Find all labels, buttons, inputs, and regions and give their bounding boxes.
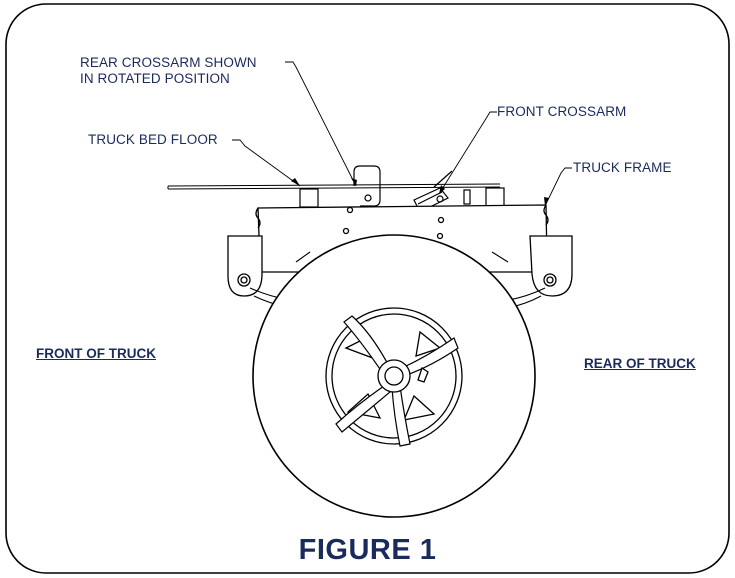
label-rear-crossarm: REAR CROSSARM SHOWN IN ROTATED POSITION bbox=[80, 55, 257, 87]
truck-bed-floor bbox=[167, 183, 501, 190]
figure-caption: FIGURE 1 bbox=[298, 534, 437, 566]
leader-lines bbox=[232, 61, 572, 207]
spring-hangers bbox=[227, 235, 573, 297]
rear-crossarm bbox=[353, 165, 381, 207]
leader-arrowheads bbox=[291, 178, 549, 206]
wheel-hub bbox=[377, 359, 429, 393]
label-rear-crossarm-line2: IN ROTATED POSITION bbox=[80, 71, 230, 86]
label-rear-of-truck: REAR OF TRUCK bbox=[584, 356, 696, 371]
floor-blocks bbox=[299, 187, 505, 208]
label-front-of-truck: FRONT OF TRUCK bbox=[36, 346, 156, 361]
label-rear-crossarm-line1: REAR CROSSARM SHOWN bbox=[80, 55, 257, 70]
label-front-crossarm: FRONT CROSSARM bbox=[497, 104, 627, 119]
label-truck-bed-floor: TRUCK BED FLOOR bbox=[88, 132, 218, 147]
label-truck-frame: TRUCK FRAME bbox=[573, 160, 672, 175]
figure-border bbox=[5, 3, 730, 574]
